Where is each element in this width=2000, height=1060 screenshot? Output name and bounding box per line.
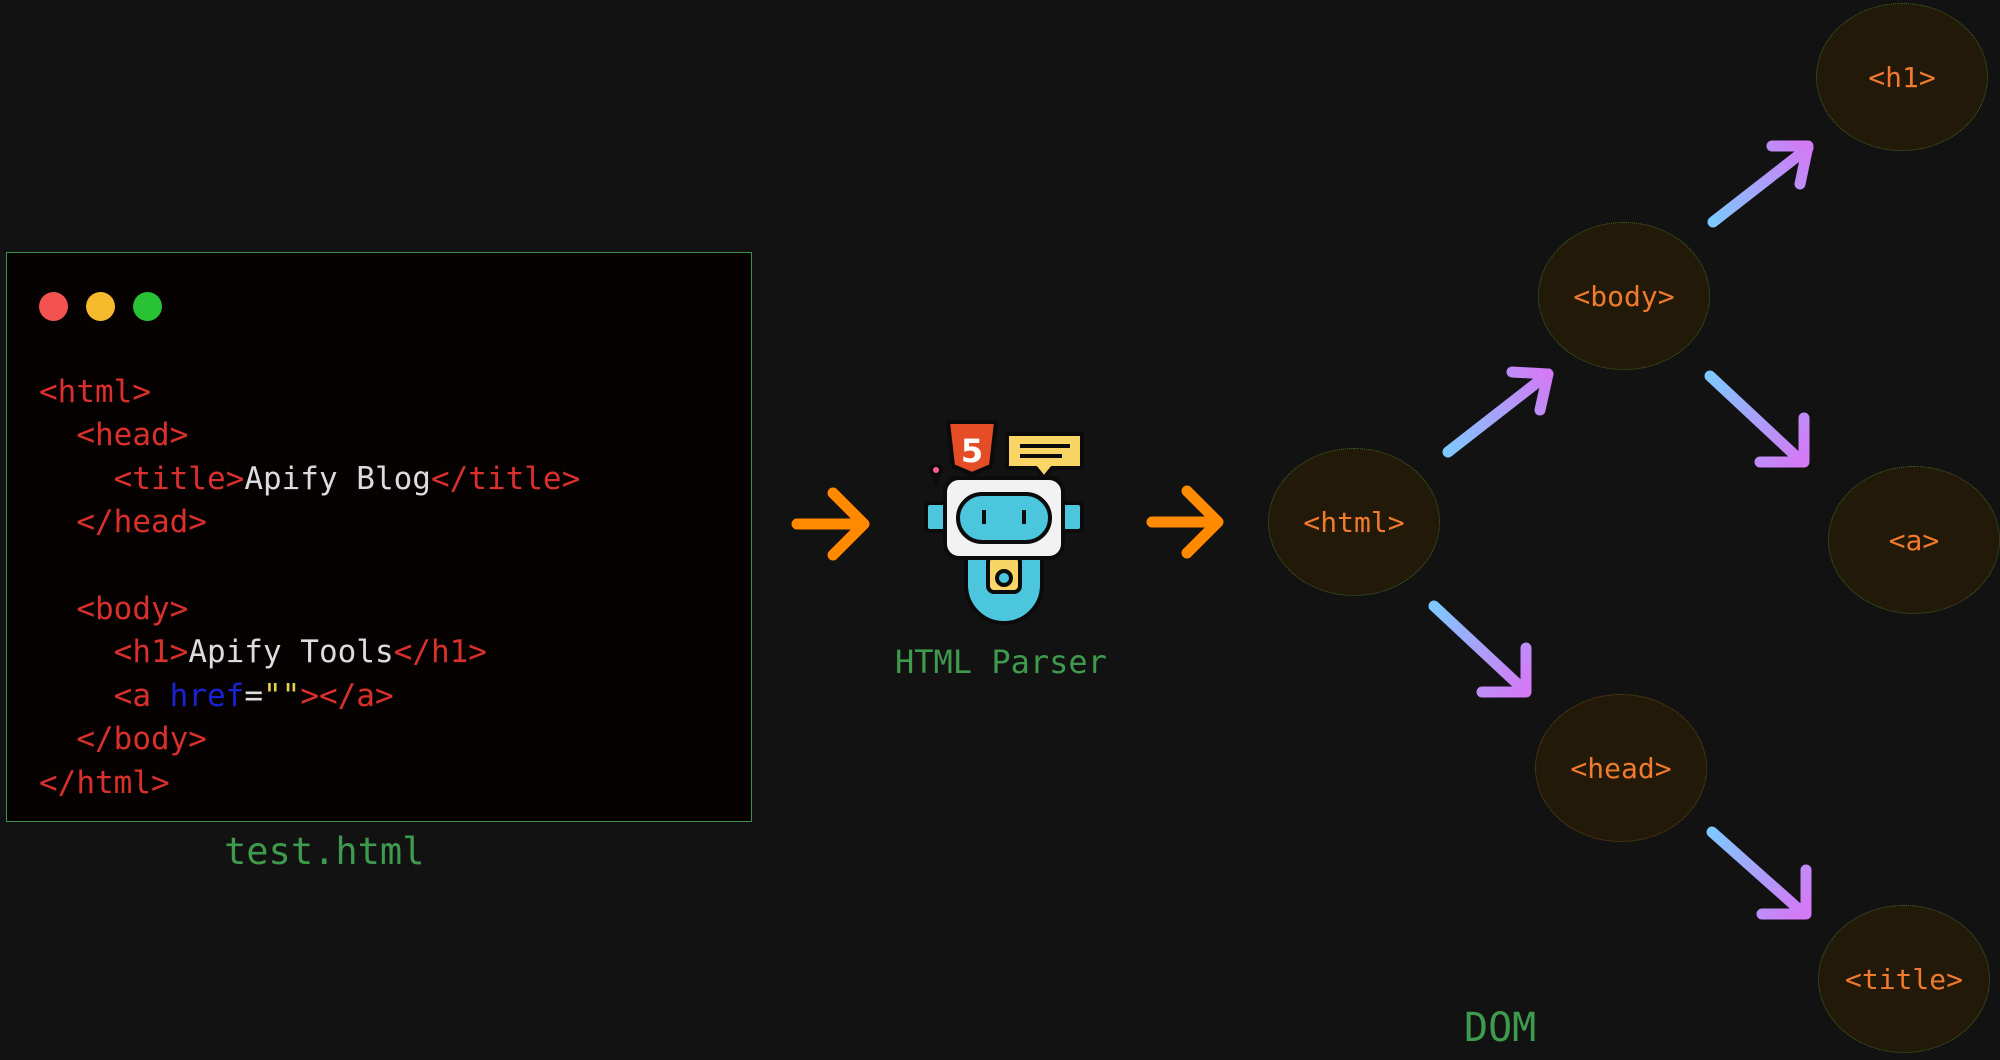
code-token-attr: href [169,677,245,714]
code-line: <head> [39,414,580,457]
code-token-tag: ></a> [300,677,394,714]
dom-node-body: <body> [1538,222,1710,370]
flow-arrow-to-parser [791,487,870,561]
code-token-tag: <body> [39,590,189,627]
code-token-text: Apify Blog [244,460,431,497]
code-line: </head> [39,501,580,544]
dom-node-head: <head> [1535,694,1707,842]
edge-html-body [1442,366,1554,458]
edge-head-title [1706,826,1812,920]
code-line: </body> [39,718,580,761]
code-window: <html> <head> <title>Apify Blog</title> … [6,252,752,822]
html5-badge-text: 5 [961,432,983,470]
code-line: <body> [39,588,580,631]
code-token-tag: <head> [39,417,189,454]
code-line: <title>Apify Blog</title> [39,458,581,501]
code-token-text: Apify Tools [188,634,394,671]
code-token-tag: <title> [39,460,245,497]
dom-node-html: <html> [1268,448,1440,596]
edge-html-head [1428,600,1532,698]
window-maximize-dot [133,292,162,321]
code-line: <a href=""></a> [39,675,580,718]
code-line: <h1>Apify Tools</h1> [39,631,580,674]
file-caption: test.html [224,830,425,873]
window-minimize-dot [86,292,115,321]
code-token-tag: <html> [39,374,151,410]
flow-arrow-to-dom [1146,485,1224,559]
edge-body-h1 [1707,140,1814,228]
code-token-tag: </head> [39,504,207,541]
code-block: <html> <head> <title>Apify Blog</title> … [39,371,580,805]
code-line: <html> [39,371,580,414]
edge-body-a [1704,370,1810,468]
dom-node-a: <a> [1828,466,2000,614]
code-token-text: = [244,677,263,714]
code-token-tag: </h1> [393,634,487,671]
parser-caption: HTML Parser [895,643,1107,681]
window-close-dot [39,292,68,321]
code-line: </html> [39,762,580,805]
code-token-str: "" [262,677,301,714]
dom-node-title: <title> [1818,905,1990,1053]
dom-caption: DOM [1464,1005,1537,1051]
code-token-tag: <h1> [39,634,189,671]
code-token-tag: </body> [39,721,207,758]
dom-node-h1: <h1> [1816,3,1988,151]
robot-html5-icon: 5 [924,420,1084,625]
code-token-tag: <a [39,677,170,714]
code-token-tag: </html> [39,764,170,801]
code-token-tag: </title> [430,460,581,497]
